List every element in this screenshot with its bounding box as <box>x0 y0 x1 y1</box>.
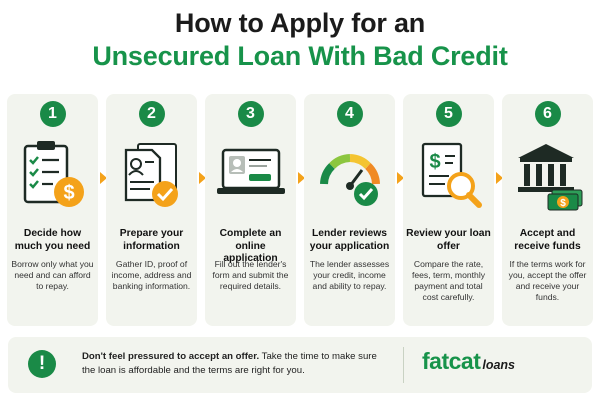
step-number-badge: 1 <box>39 101 66 127</box>
step-title: Lender reviews your application <box>309 228 390 252</box>
bank-cash-icon: $ <box>517 144 582 211</box>
step-description: The lender assesses your credit, income … <box>309 259 390 291</box>
tip-text: Don't feel pressured to accept an offer.… <box>82 350 387 377</box>
arrow-right-icon <box>397 172 404 184</box>
step-title: Prepare your information <box>119 228 184 252</box>
page-title-line-2: Unsecured Loan With Bad Credit <box>92 41 508 71</box>
step-card-2: 2 Prepare your information Gather ID, pr… <box>106 94 197 326</box>
laptop-form-icon <box>216 148 285 194</box>
step-description: Compare the rate, fees, term, monthly pa… <box>411 259 486 302</box>
credit-gauge-check-icon <box>319 154 380 206</box>
exclamation-icon: ! <box>28 350 56 378</box>
step-number-badge: 3 <box>237 101 264 127</box>
step-title: Review your loan offer <box>406 228 491 252</box>
documents-check-icon <box>124 143 178 207</box>
svg-text:$: $ <box>429 151 440 173</box>
step-card-5: 5 $ Review your loan offer Compare the r… <box>403 94 494 326</box>
arrow-right-icon <box>199 172 206 184</box>
divider <box>403 347 404 383</box>
logo-main-text: fatcat <box>422 348 481 374</box>
offer-magnifier-icon: $ <box>421 142 482 208</box>
page-title-line-1: How to Apply for an <box>174 8 426 38</box>
step-card-6: 6 $ Accept and receive funds If the term… <box>502 94 593 326</box>
step-title: Decide how much you need <box>14 228 91 252</box>
clipboard-checklist-dollar-icon: $ <box>23 141 84 207</box>
step-description: If the terms work for you, accept the of… <box>508 259 587 302</box>
step-description: Fill out the lender's form and submit th… <box>212 259 289 291</box>
step-number-badge: 2 <box>138 101 165 127</box>
svg-text:$: $ <box>560 198 566 209</box>
arrow-right-icon <box>298 172 305 184</box>
step-title: Accept and receive funds <box>514 228 581 252</box>
tip-body-text: Take the time to make sure the loan is a… <box>82 351 377 376</box>
steps-row: 1 $ Decide how much you need Borrow only… <box>7 94 593 326</box>
tip-banner: ! Don't feel pressured to accept an offe… <box>8 337 592 393</box>
step-card-4: 4 Lender reviews your application The le… <box>304 94 395 326</box>
arrow-right-icon <box>100 172 107 184</box>
step-number-badge: 5 <box>435 101 462 127</box>
step-number-badge: 6 <box>534 101 561 127</box>
step-number-badge: 4 <box>336 101 363 127</box>
step-description: Borrow only what you need and can afford… <box>11 259 94 291</box>
arrow-right-icon <box>496 172 503 184</box>
step-description: Gather ID, proof of income, address and … <box>111 259 192 291</box>
svg-text:$: $ <box>63 182 74 204</box>
step-card-1: 1 $ Decide how much you need Borrow only… <box>7 94 98 326</box>
step-title: Complete an online application <box>219 228 282 264</box>
tip-bold-text: Don't feel pressured to accept an offer. <box>82 351 260 362</box>
logo-sub-text: loans <box>482 358 516 372</box>
step-card-3: 3 Complete an online application Fill ou… <box>205 94 296 326</box>
